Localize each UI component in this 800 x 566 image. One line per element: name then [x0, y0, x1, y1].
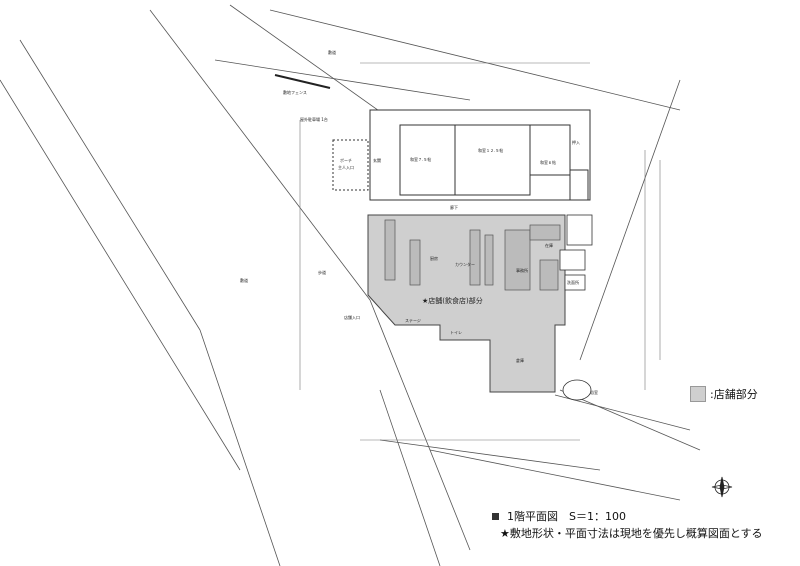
site-lines	[0, 4, 701, 566]
label-engawa: 廊下	[450, 205, 458, 210]
label-road-top: 敷道	[328, 50, 336, 55]
dimension-lines	[299, 62, 661, 441]
legend: :店舗部分	[690, 386, 758, 402]
legend-text: :店舗部分	[710, 388, 758, 401]
label-oshiire: 押入	[572, 140, 580, 145]
label-washroom: 洗面所	[567, 280, 579, 285]
label-porch2: 主人入口	[338, 165, 354, 170]
label-kitchen: 厨房	[430, 256, 438, 261]
caption-title: 1階平面図 S＝1：100	[507, 510, 626, 523]
label-room3: 和室６帖	[540, 160, 556, 165]
label-toilet: トイレ	[450, 330, 462, 335]
bathtub	[562, 379, 592, 401]
compass-icon	[711, 476, 733, 498]
label-office: 事務所	[516, 268, 528, 273]
label-counter: カウンター	[455, 262, 475, 267]
label-room1: 和室７.５帖	[410, 157, 432, 162]
label-side-road: 歩道	[318, 270, 326, 275]
label-fence: 敷地フェンス	[283, 90, 307, 95]
label-entrance: 店舗入口	[344, 315, 360, 320]
house-block	[332, 109, 591, 201]
shop-area-label: ★店舗(飲食店)部分	[422, 297, 483, 305]
label-room2: 和室１２.５帖	[478, 148, 504, 153]
label-porch: ポーチ	[340, 158, 352, 163]
square-bullet-icon	[492, 513, 499, 520]
plan-note: ★敷地形状・平面寸法は現地を優先し概算図面とする	[500, 527, 763, 540]
label-parking: 屋外駐車場 1台	[300, 117, 328, 122]
label-bath: 浴室	[590, 390, 598, 395]
label-genkan: 玄関	[373, 158, 381, 163]
legend-swatch	[690, 386, 706, 402]
plan-caption: 1階平面図 S＝1：100	[492, 508, 626, 524]
label-storage: 倉庫	[516, 358, 524, 363]
shop-fixtures	[384, 219, 561, 291]
side-rooms	[559, 214, 593, 291]
label-stage: ステージ	[405, 318, 421, 323]
label-road-left: 敷道	[240, 278, 248, 283]
fence	[274, 74, 331, 89]
label-stock: 在庫	[545, 243, 553, 248]
